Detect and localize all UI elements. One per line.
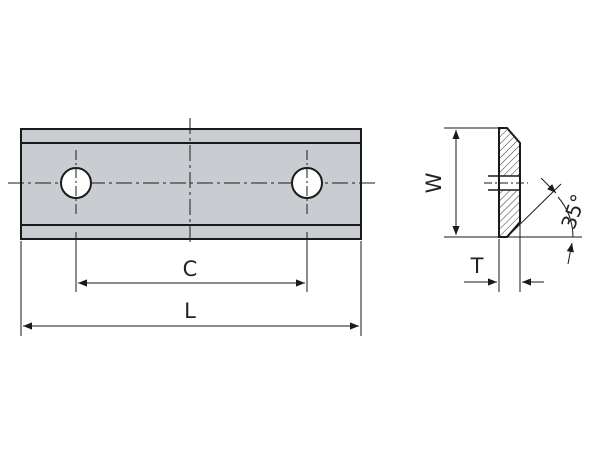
label-w: W (422, 172, 446, 193)
angle-arrow-lower (566, 242, 574, 265)
dimension-t: T (464, 224, 544, 292)
hole-section-gap (500, 176, 519, 190)
front-view (8, 118, 376, 246)
dimension-c: C (75, 232, 308, 292)
angle-arrow-upper (540, 177, 557, 194)
label-l: L (184, 299, 196, 323)
dimension-w: W (422, 127, 582, 238)
dimension-l: L (20, 241, 362, 336)
label-c: C (183, 257, 198, 281)
label-t: T (470, 254, 484, 278)
side-view (484, 127, 528, 238)
angle-arc (557, 196, 574, 238)
label-angle: 35° (556, 191, 591, 233)
